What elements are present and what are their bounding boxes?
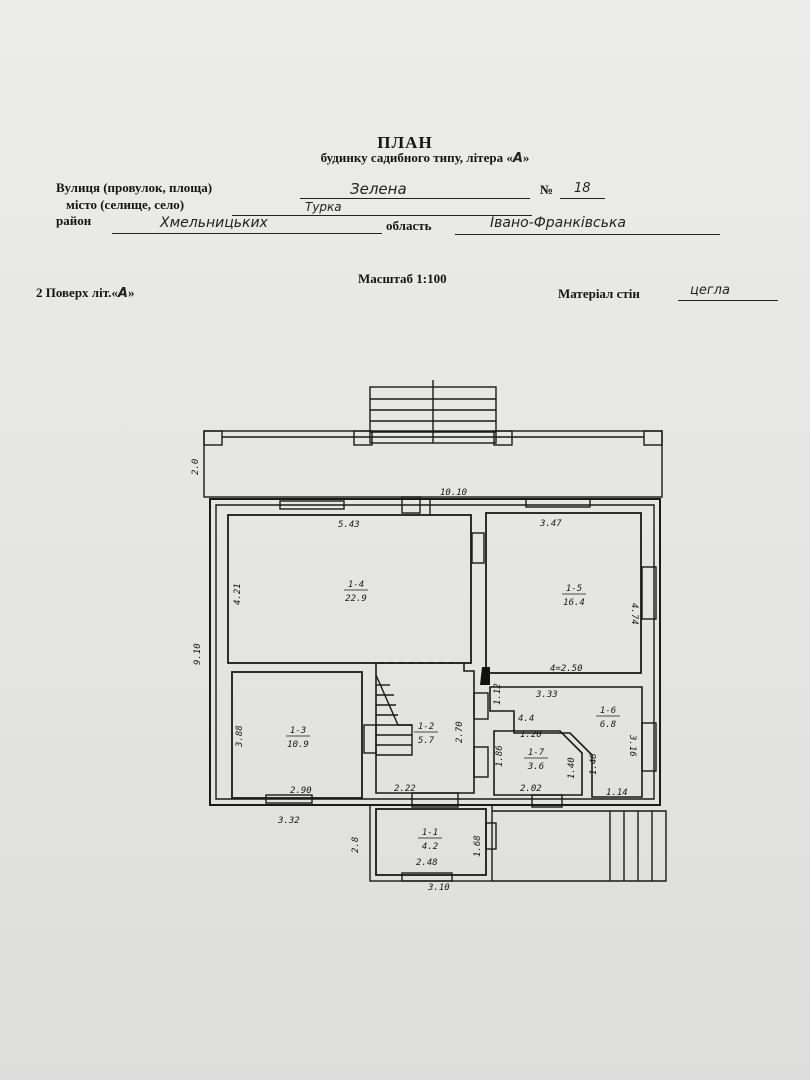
district-value: Хмельницьких (160, 215, 268, 231)
street-value: Зелена (350, 180, 407, 198)
dim-room6-inner-sub: 1.20 (520, 730, 542, 740)
side-porch (492, 810, 667, 882)
dim-corridor-small: 1.12 (493, 683, 503, 705)
subtitle-suffix: » (522, 150, 530, 165)
room-1-7-outline (493, 730, 583, 796)
town-underline (232, 215, 532, 216)
room-1-1-label: 1-1 4.2 (418, 828, 442, 852)
room-1-5-label: 1-5 16.4 (562, 584, 586, 608)
region-underline (455, 234, 720, 235)
room-1-3-label: 1-3 10.9 (286, 726, 310, 750)
street-underline (300, 198, 530, 199)
room-1-4-outline (227, 514, 472, 664)
dim-room3-outer: 3.32 (277, 816, 300, 826)
dim-room6-inner: 1.48 (589, 753, 599, 775)
outer-wall (209, 498, 661, 806)
dim-room1-outer: 3.10 (427, 883, 450, 893)
town-label: місто (селище, село) (66, 197, 185, 212)
top-stairs (369, 380, 497, 444)
dim-room2-bottom: 2.22 (394, 784, 416, 794)
room-1-4-label: 1-4 22.9 (344, 580, 368, 604)
floor-plan-svg: 10.10 2.0 9.10 5.43 4.21 3.47 4.74 4=2.5… (191, 380, 667, 893)
dim-room7-width: 2.02 (520, 784, 542, 794)
wall-material-label: Матеріал стін (558, 286, 640, 301)
dim-room3-bottom: 2.90 (290, 786, 312, 796)
scale-label: Масштаб 1:100 (358, 271, 447, 286)
svg-text:1-6: 1-6 (600, 706, 616, 716)
dim-room1-width: 2.48 (416, 858, 438, 868)
svg-text:10.9: 10.9 (287, 740, 309, 750)
dim-porch-depth: 2.8 (351, 837, 361, 853)
chimney-mark (480, 667, 490, 685)
room-1-6-label: 1-6 6.8 (596, 706, 620, 730)
dim-room1-depth: 1.68 (473, 835, 483, 857)
svg-text:3.6: 3.6 (527, 762, 544, 772)
dim-room4-width: 5.43 (338, 520, 360, 530)
svg-text:1-7: 1-7 (528, 748, 545, 758)
dim-room2-depth: 2.70 (455, 721, 465, 743)
town-value: Турка (305, 200, 342, 214)
dim-overall-width: 10.10 (440, 488, 467, 498)
svg-text:1-5: 1-5 (566, 584, 582, 594)
number-value: 18 (574, 181, 591, 196)
wall-material-value: цегла (690, 283, 730, 298)
svg-text:1-4: 1-4 (348, 580, 364, 590)
plan-subtitle: будинку садибного типу, літера «А» (20, 150, 810, 166)
svg-text:4.2: 4.2 (422, 842, 438, 852)
region-label: область (386, 218, 432, 233)
plan-title: ПЛАН (377, 133, 433, 152)
svg-text:22.9: 22.9 (345, 594, 367, 604)
doors (363, 499, 563, 850)
number-underline (560, 198, 605, 199)
number-label: № (540, 182, 554, 197)
district-label: район (56, 213, 92, 228)
room-1-2-label: 1-2 5.7 (414, 722, 438, 746)
svg-text:1-1: 1-1 (422, 828, 438, 838)
floor-suffix: » (127, 285, 135, 300)
dim-room6-width: 3.33 (535, 690, 558, 700)
outer-wall-inner-line (215, 504, 655, 800)
subtitle-prefix: будинку садибного типу, літера « (320, 150, 513, 165)
dim-room4-depth: 4.21 (233, 583, 243, 605)
subtitle-letter: А (512, 151, 523, 166)
svg-text:5.7: 5.7 (418, 736, 435, 746)
dim-room6-bottom: 1.14 (606, 788, 628, 798)
dim-room6-inner-top: 4.4 (518, 714, 534, 724)
room-1-2-outline (375, 663, 475, 794)
internal-stair (375, 674, 413, 756)
svg-text:1-3: 1-3 (290, 726, 306, 736)
floor-prefix: 2 Поверх літ.« (36, 285, 118, 300)
svg-text:6.8: 6.8 (600, 720, 616, 730)
floor-plan: 10.10 2.0 9.10 5.43 4.21 3.47 4.74 4=2.5… (190, 375, 680, 895)
dim-room5-bottom: 4=2.50 (550, 664, 583, 674)
floor-label: 2 Поверх літ.«А» (36, 285, 134, 301)
street-label: Вулиця (провулок, площа) (56, 180, 213, 195)
svg-text:1-2: 1-2 (418, 722, 434, 732)
dim-room7-depth: 1.86 (495, 745, 505, 767)
room-1-5-outline (485, 512, 642, 674)
room-1-3-outline (231, 671, 363, 799)
svg-text:16.4: 16.4 (563, 598, 585, 608)
side-porch-steps (609, 811, 653, 881)
floor-letter: А (117, 286, 128, 301)
room-1-7-label: 1-7 3.6 (524, 748, 548, 772)
dim-overall-depth: 9.10 (193, 643, 203, 665)
wall-material-underline (678, 300, 778, 301)
windows (265, 496, 657, 882)
balcony (203, 430, 663, 498)
region-value: Івано-Франківська (490, 215, 626, 231)
dim-room5-depth: 4.74 (629, 603, 639, 625)
dim-room5-width: 3.47 (539, 519, 562, 529)
dim-room7-inner: 1.40 (567, 757, 577, 779)
dim-room6-depth: 3.16 (627, 734, 637, 757)
district-underline (112, 233, 382, 234)
room-1-6-outline (489, 686, 643, 798)
dim-balcony-depth: 2.0 (191, 459, 201, 475)
dim-room3-depth: 3.88 (235, 725, 245, 748)
